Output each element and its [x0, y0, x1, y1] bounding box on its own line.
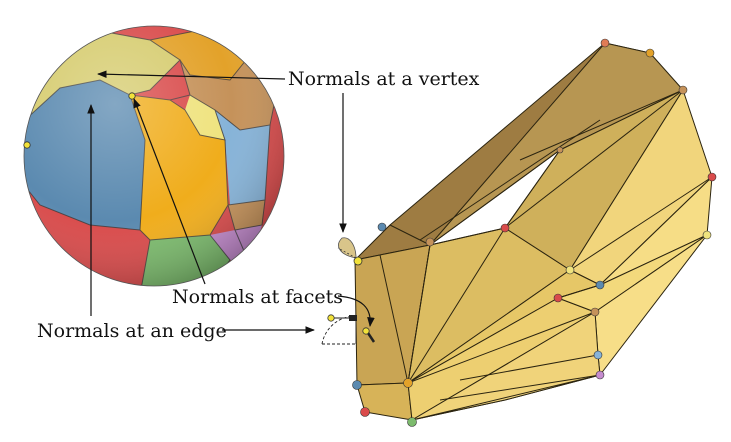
- polytope-vertices: [352, 38, 717, 427]
- annotation-arrows: [87, 70, 375, 334]
- sphere-edge-point: [128, 92, 136, 100]
- label-vertex-normals: Normals at a vertex: [288, 68, 480, 90]
- label-edge-normals: Normals at an edge: [37, 320, 227, 342]
- label-facet-normals: Normals at facets: [172, 286, 343, 308]
- sphere: [24, 26, 284, 286]
- facet-normals: [327, 314, 376, 343]
- vertex-normal-cone: [337, 237, 357, 259]
- polytope-vertex-highlight: [353, 256, 363, 266]
- polytope: [354, 42, 713, 421]
- sphere-outline: [23, 25, 285, 287]
- sphere-vertex-point: [23, 141, 31, 149]
